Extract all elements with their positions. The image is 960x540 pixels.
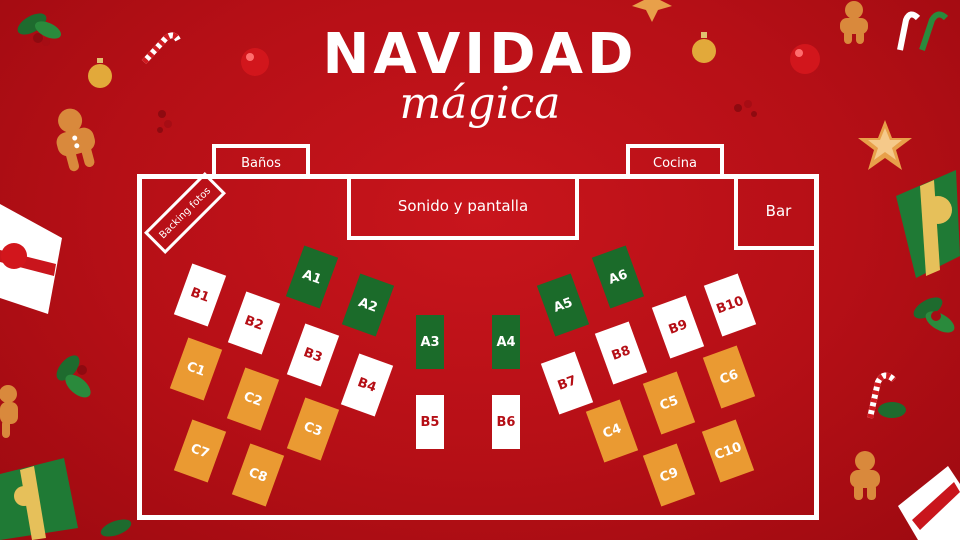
- table-c5-label: C5: [657, 392, 681, 414]
- room-banos: Baños: [212, 144, 310, 178]
- table-c10-label: C10: [712, 439, 744, 463]
- table-b10-label: B10: [714, 293, 746, 317]
- holly-icon: [734, 100, 757, 117]
- holly-icon: [157, 110, 172, 133]
- table-a3-label: A3: [420, 334, 440, 350]
- holly-icon: [913, 297, 955, 333]
- room-sonido-y-pantalla: Sonido y pantalla: [347, 176, 579, 240]
- gingerbread-icon: [56, 108, 95, 172]
- table-b4-label: B4: [355, 374, 379, 396]
- title-magica: mágica: [399, 78, 561, 129]
- table-b5-label: B5: [420, 414, 440, 430]
- gift-icon: [0, 458, 78, 540]
- table-c1-label: C1: [184, 358, 208, 380]
- gingerbread-icon: [0, 385, 18, 438]
- candy-cane-icon: [897, 11, 949, 51]
- table-a2-label: A2: [356, 294, 380, 316]
- table-b8-label: B8: [609, 342, 633, 364]
- ornament-icon: [88, 58, 112, 88]
- table-b6-label: B6: [496, 414, 516, 430]
- table-c2-label: C2: [241, 388, 265, 410]
- gift-icon: [898, 466, 960, 540]
- title-navidad: NAVIDAD: [322, 22, 638, 87]
- table-b9-label: B9: [666, 316, 690, 338]
- room-bar: Bar: [734, 176, 819, 250]
- table-c3-label: C3: [301, 418, 325, 440]
- table-a5-label: A5: [551, 294, 575, 316]
- gift-icon: [0, 204, 62, 314]
- holly-icon: [56, 355, 91, 398]
- gingerbread-icon: [850, 451, 880, 500]
- table-a4[interactable]: A4: [492, 315, 520, 369]
- table-c6-label: C6: [717, 366, 741, 388]
- table-c7-label: C7: [188, 440, 212, 462]
- table-b3-label: B3: [301, 344, 325, 366]
- table-b5[interactable]: B5: [416, 395, 444, 449]
- table-b6[interactable]: B6: [492, 395, 520, 449]
- table-c4-label: C4: [600, 420, 624, 442]
- ornament-icon: [241, 48, 269, 76]
- table-c8-label: C8: [246, 464, 270, 486]
- table-a3[interactable]: A3: [416, 315, 444, 369]
- candy-cane-icon: [141, 32, 181, 65]
- table-a4-label: A4: [496, 334, 516, 350]
- room-cocina-label: Cocina: [653, 155, 697, 171]
- ornament-icon: [692, 32, 716, 63]
- room-sonido-label: Sonido y pantalla: [397, 197, 529, 215]
- candy-cane-icon: [867, 372, 906, 419]
- holly-icon: [100, 519, 132, 537]
- table-b7-label: B7: [555, 372, 579, 394]
- table-a6-label: A6: [606, 266, 630, 288]
- table-c9-label: C9: [657, 464, 681, 486]
- room-cocina: Cocina: [626, 144, 724, 178]
- table-a1-label: A1: [300, 266, 324, 288]
- room-banos-label: Baños: [241, 155, 281, 171]
- star-cookie-icon: [632, 0, 672, 22]
- table-b2-label: B2: [242, 312, 266, 334]
- room-bar-label: Bar: [765, 202, 792, 220]
- gingerbread-icon: [840, 1, 868, 44]
- table-b1-label: B1: [188, 284, 212, 306]
- ornament-icon: [790, 44, 820, 74]
- star-cookie-icon: [858, 120, 912, 170]
- floor-plan-outline: [137, 174, 819, 520]
- holly-icon: [17, 13, 62, 46]
- gift-icon: [896, 170, 960, 278]
